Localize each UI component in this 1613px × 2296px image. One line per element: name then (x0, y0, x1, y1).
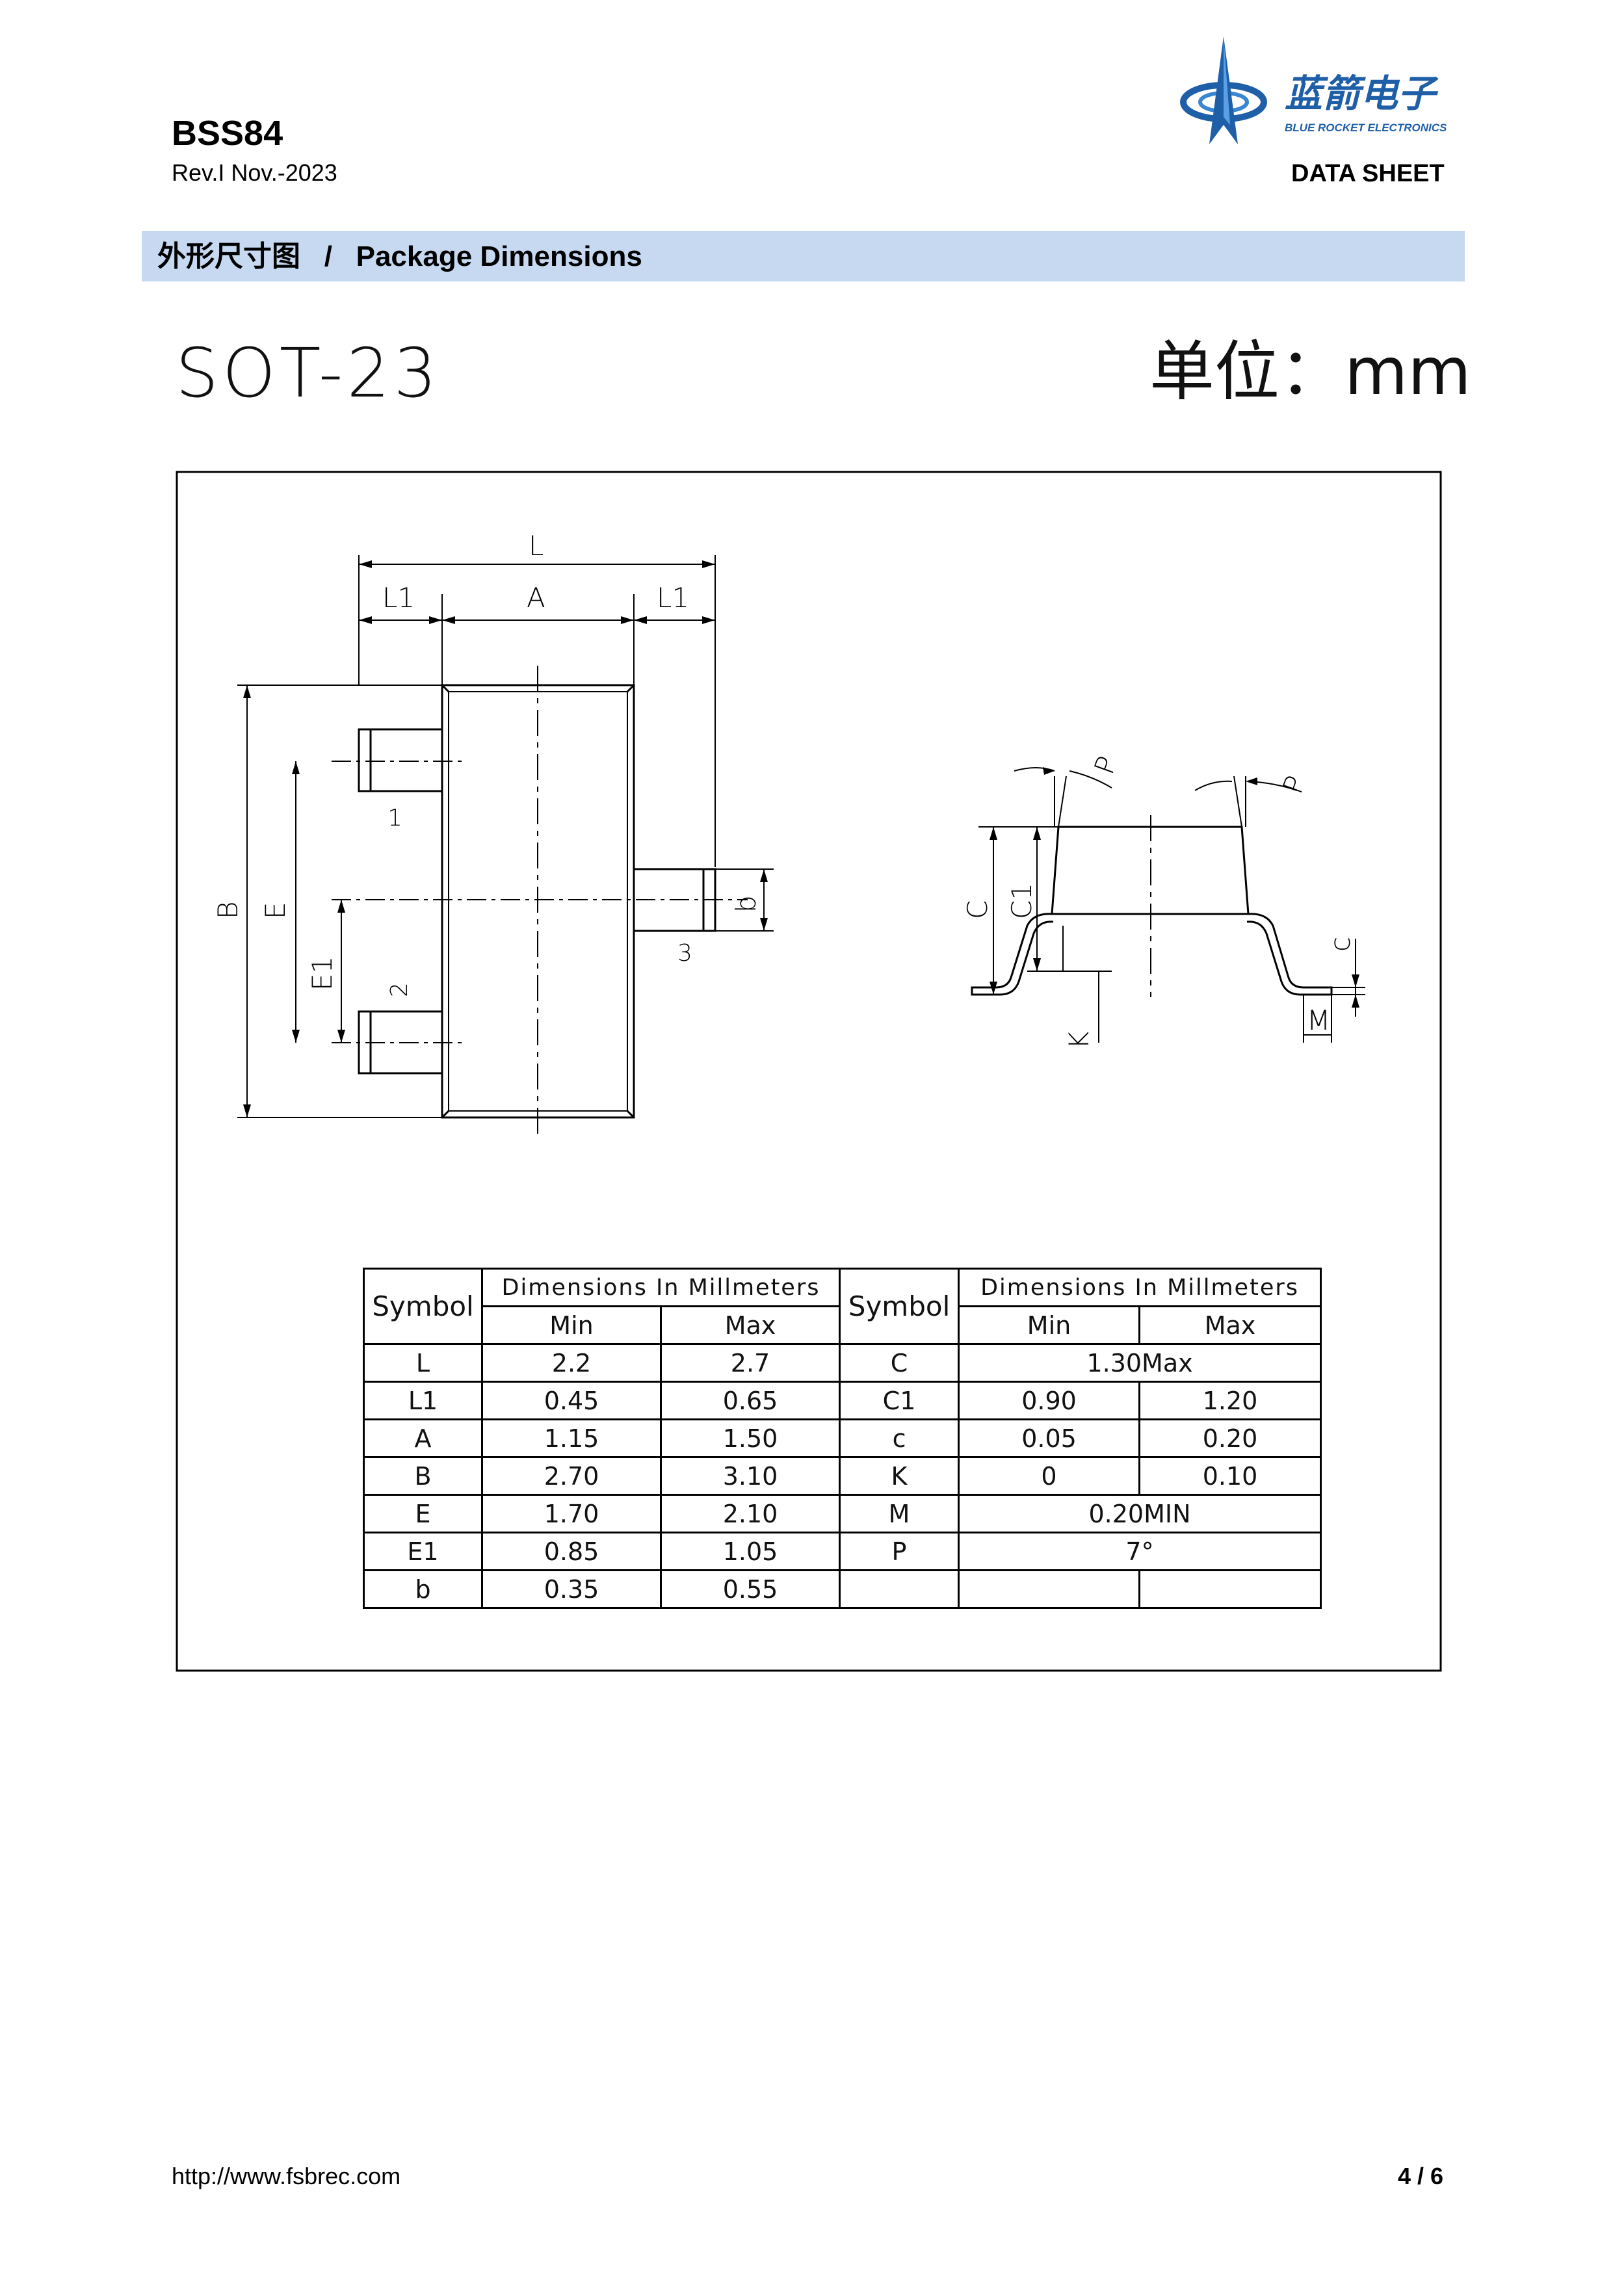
header-dims-left: Dimensions In Millmeters (480, 1268, 841, 1307)
pin-label-3: 3 (677, 940, 692, 967)
dim-label-c: c (1324, 937, 1356, 952)
pin-label-2: 2 (386, 982, 413, 997)
section-title-en: Package Dimensions (356, 241, 642, 272)
side-view (971, 767, 1365, 1043)
section-title-cn: 外形尺寸图 (157, 241, 300, 272)
pin-label-1: 1 (387, 805, 402, 831)
cell-symbol: B (363, 1456, 483, 1496)
section-title: 外形尺寸图 / Package Dimensions (157, 242, 642, 271)
cell-symbol: P (839, 1532, 960, 1571)
dim-label-E1: E1 (306, 956, 338, 991)
footer-website-link[interactable]: http://www.fsbrec.com (172, 2163, 401, 2189)
cell-value: 1.30Max (958, 1343, 1322, 1383)
dim-label-C1: C1 (1006, 883, 1038, 919)
cell-symbol: E1 (363, 1532, 483, 1571)
cell-max: 0.55 (659, 1569, 841, 1609)
dim-label-b: b (730, 895, 762, 913)
header-symbol-left: Symbol (363, 1268, 483, 1345)
cell-max: 2.10 (659, 1494, 841, 1533)
pin-1 (358, 728, 443, 792)
cell-symbol: A (363, 1418, 483, 1458)
cell-min (958, 1569, 1141, 1609)
cell-max: 3.10 (659, 1456, 841, 1496)
table-row: E 1.70 2.10 M 0.20MIN (363, 1494, 1322, 1533)
dimensions-table: Symbol Dimensions In Millmeters Symbol D… (363, 1268, 1322, 1609)
cell-value: 7° (958, 1532, 1322, 1571)
cell-max: 0.10 (1138, 1456, 1322, 1496)
cell-symbol: C (839, 1343, 960, 1383)
section-header-bar: 外形尺寸图 / Package Dimensions (142, 231, 1465, 281)
cell-max: 1.50 (659, 1418, 841, 1458)
cell-symbol: L (363, 1343, 483, 1383)
cell-min: 0.35 (481, 1569, 662, 1609)
section-title-separator: / (324, 241, 332, 272)
cell-symbol: K (839, 1456, 960, 1496)
table-row: B 2.70 3.10 K 0 0.10 (363, 1456, 1322, 1496)
header-dims-right: Dimensions In Millmeters (958, 1268, 1322, 1307)
cell-max: 0.65 (659, 1381, 841, 1420)
cell-min: 0.45 (481, 1381, 662, 1420)
header-max-right: Max (1138, 1305, 1322, 1345)
cell-symbol: M (839, 1494, 960, 1533)
package-drawing: L L1 A L1 1 3 B E E1 2 b (176, 471, 1442, 1672)
table-row: L 2.2 2.7 C 1.30Max (363, 1343, 1322, 1383)
cell-symbol: C1 (839, 1381, 960, 1420)
cell-symbol: b (363, 1569, 483, 1609)
dim-label-L: L (529, 530, 544, 562)
cell-symbol: L1 (363, 1381, 483, 1420)
table-row: b 0.35 0.55 (363, 1569, 1322, 1609)
cell-max: 1.05 (659, 1532, 841, 1571)
package-name: SOT-23 (176, 333, 441, 413)
header-symbol-right: Symbol (839, 1268, 960, 1345)
revision-date: Rev.I Nov.-2023 (172, 159, 337, 186)
table-row: E1 0.85 1.05 P 7° (363, 1532, 1322, 1571)
header-max-left: Max (659, 1305, 841, 1345)
cell-min: 0.05 (958, 1418, 1141, 1458)
dim-label-L1-right: L1 (657, 582, 689, 614)
page-number: 4 / 6 (1398, 2163, 1444, 2189)
logo-cn-text: 蓝箭电子 (1285, 72, 1439, 116)
drawing-frame (176, 471, 1442, 1672)
cell-min: 0 (958, 1456, 1141, 1496)
doc-type-label: DATA SHEET (1291, 160, 1445, 187)
dim-label-K: K (1063, 1031, 1095, 1049)
cell-max: 0.20 (1138, 1418, 1322, 1458)
rocket-logo-icon (1180, 36, 1267, 144)
header-min-right: Min (958, 1305, 1141, 1345)
cell-min: 2.2 (481, 1343, 662, 1383)
cell-value: 0.20MIN (958, 1494, 1322, 1533)
top-view (237, 555, 774, 1134)
logo-en-text: BLUE ROCKET ELECTRONICS (1285, 122, 1447, 134)
cell-min: 0.90 (958, 1381, 1141, 1420)
table-row: A 1.15 1.50 c 0.05 0.20 (363, 1418, 1322, 1458)
part-number: BSS84 (172, 114, 283, 153)
cell-symbol: c (839, 1418, 960, 1458)
cell-min: 0.85 (481, 1532, 662, 1571)
dim-label-L1-left: L1 (382, 582, 415, 614)
dim-label-M: M (1307, 1004, 1330, 1036)
dim-label-B: B (212, 901, 244, 919)
dim-label-P-right: P (1276, 772, 1312, 798)
dim-label-P-left: P (1088, 752, 1123, 779)
cell-max: 1.20 (1138, 1381, 1322, 1420)
cell-max (1138, 1569, 1322, 1609)
cell-min: 2.70 (481, 1456, 662, 1496)
unit-label: 单位：mm (1149, 333, 1471, 410)
cell-max: 2.7 (659, 1343, 841, 1383)
cell-symbol (839, 1569, 960, 1609)
dim-label-A: A (527, 582, 545, 614)
table-row: L1 0.45 0.65 C1 0.90 1.20 (363, 1381, 1322, 1420)
dim-label-E: E (259, 902, 291, 919)
cell-symbol: E (363, 1494, 483, 1533)
dim-label-C: C (962, 900, 993, 919)
company-logo: 蓝箭电子 BLUE ROCKET ELECTRONICS (1180, 36, 1447, 144)
cell-min: 1.70 (481, 1494, 662, 1533)
cell-min: 1.15 (481, 1418, 662, 1458)
header-min-left: Min (481, 1305, 662, 1345)
